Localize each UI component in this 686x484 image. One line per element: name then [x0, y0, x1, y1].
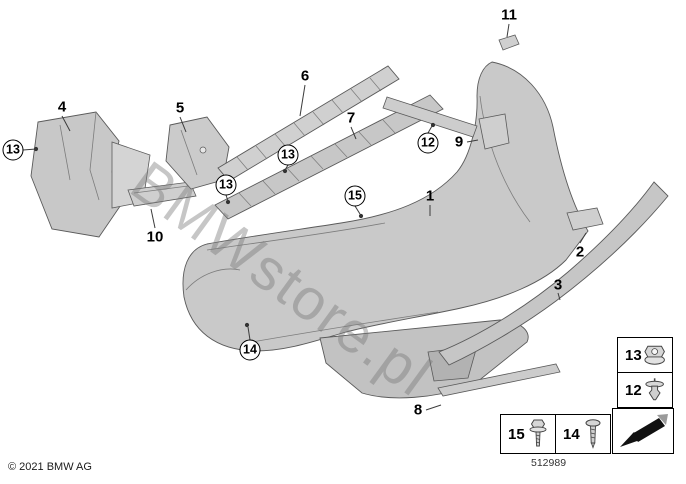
legend-item-13[interactable]: 13 [617, 337, 673, 373]
bar-upper-hatching [236, 77, 382, 171]
legend-item-12[interactable]: 12 [617, 372, 673, 408]
callout-13[interactable]: 13 [2, 139, 24, 161]
callout-14[interactable]: 14 [239, 339, 261, 361]
guide-left-shape [127, 181, 197, 207]
trim-strip-bottom-shape [437, 363, 561, 397]
flange-nut-icon [644, 345, 665, 365]
callout-12[interactable]: 12 [417, 132, 439, 154]
callout-11[interactable]: 11 [501, 6, 517, 24]
legend-item-15[interactable]: 15 [500, 414, 556, 454]
callout-15[interactable]: 15 [344, 185, 366, 207]
bracket-left-detail [59, 111, 100, 201]
callout-13[interactable]: 13 [215, 174, 237, 196]
clip-shape [498, 34, 520, 51]
legend-label-15: 15 [508, 425, 525, 443]
legend-arrow-box[interactable] [612, 408, 674, 454]
callout-4[interactable]: 4 [57, 98, 67, 116]
callout-13[interactable]: 13 [277, 144, 299, 166]
callout-1[interactable]: 1 [425, 187, 435, 205]
callout-8[interactable]: 8 [413, 401, 423, 419]
hex-screw-icon [529, 419, 547, 447]
small-bracket-shape [566, 207, 604, 231]
legend-label-13: 13 [625, 346, 642, 364]
bracket-hole [199, 146, 207, 154]
bar-lower-hatching [238, 106, 420, 207]
expansion-rivet-icon [645, 378, 664, 401]
callout-9[interactable]: 9 [454, 133, 464, 151]
legend-label-14: 14 [563, 425, 580, 443]
side-trim-strip-shape [438, 181, 669, 366]
guide-left-detail [133, 185, 189, 194]
callout-6[interactable]: 6 [300, 67, 310, 85]
rail-shape [382, 96, 478, 138]
callout-2[interactable]: 2 [575, 243, 585, 261]
bracket-detail [180, 129, 198, 176]
bumper-contour-lines [185, 95, 531, 343]
leader-lines [22, 23, 587, 411]
callout-7[interactable]: 7 [346, 109, 356, 127]
fastener-dots [33, 122, 436, 328]
legend-label-12: 12 [625, 381, 642, 399]
document-number: 512989 [531, 457, 567, 469]
body-screw-icon [585, 419, 601, 449]
callout-10[interactable]: 10 [146, 228, 164, 246]
legend-item-14[interactable]: 14 [555, 414, 611, 454]
continuation-arrow-icon [620, 414, 668, 447]
copyright-text: © 2021 BMW AG [8, 461, 92, 473]
callout-5[interactable]: 5 [175, 99, 185, 117]
callout-3[interactable]: 3 [553, 276, 563, 294]
reinforcement-bar-lower-shape [214, 94, 444, 220]
bracket-right-shape [478, 113, 510, 150]
